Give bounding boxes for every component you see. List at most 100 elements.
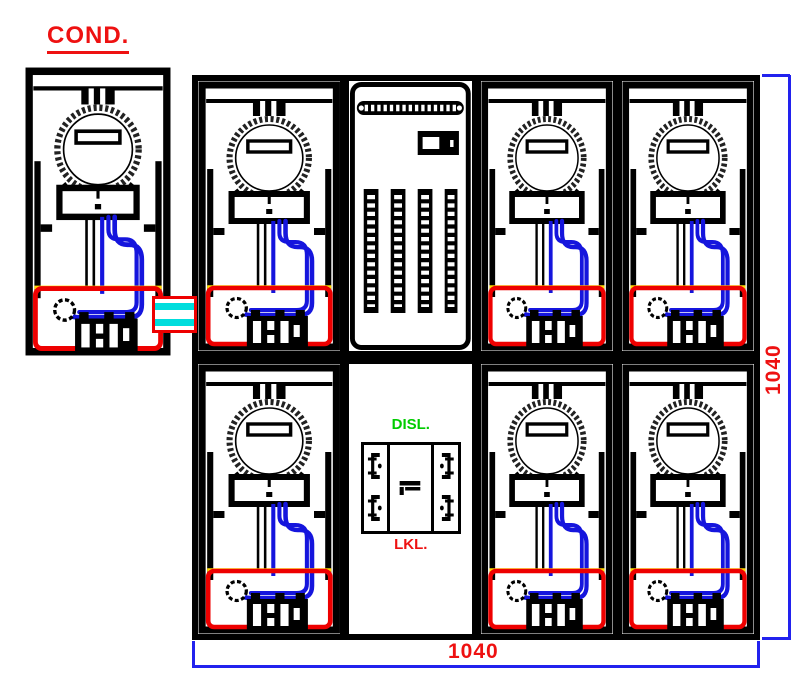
wire-hub <box>647 579 669 603</box>
right-rail-tab <box>314 228 326 235</box>
breaker-block-icon <box>246 310 308 348</box>
link-label: LKL. <box>394 536 428 553</box>
left-rail-tab <box>636 228 647 235</box>
right-clamp-strip <box>431 445 458 531</box>
height-dimension-tick-bottom <box>762 637 790 640</box>
meter-display-window <box>525 139 569 154</box>
breaker-block-icon <box>526 310 583 348</box>
meter-dial-face <box>656 407 720 475</box>
breaker-block-icon <box>667 593 724 631</box>
terminal-panel-drawing <box>350 82 472 350</box>
left-mounting-rail <box>630 452 637 580</box>
hanger-bracket-icon <box>532 384 563 399</box>
meter-display-window <box>246 422 293 437</box>
width-dimension-tick-right <box>757 641 760 668</box>
wire-blue-outer <box>64 214 145 320</box>
bottom-stub <box>537 344 557 350</box>
base-stud <box>544 209 550 214</box>
right-mounting-rail <box>325 452 332 580</box>
meter-dial-face <box>62 113 134 186</box>
distribution-label: DISL. <box>391 416 430 433</box>
conduit-coupling <box>152 296 197 333</box>
base-stud <box>685 492 691 497</box>
right-rail-tab <box>729 228 740 235</box>
bottom-stub <box>678 627 698 633</box>
hanger-bracket-icon <box>81 88 115 105</box>
switch-box-icon <box>418 131 460 155</box>
base-stud <box>544 492 550 497</box>
wire-blue-outer <box>236 218 315 318</box>
drawing-title: COND. <box>47 22 130 54</box>
left-rail-tab <box>213 228 225 235</box>
base-stud <box>94 204 102 210</box>
hanger-bracket-icon <box>672 384 704 399</box>
width-dimension-label: 1040 <box>448 640 499 663</box>
left-mounting-rail <box>207 169 214 297</box>
bottom-stub <box>259 627 280 633</box>
right-rail-tab <box>143 224 156 232</box>
right-rail-tab <box>588 228 599 235</box>
wire-blue-outer <box>657 218 730 318</box>
clamp-icons <box>367 453 382 521</box>
wire-hub <box>225 579 248 603</box>
wire-hub <box>506 296 528 320</box>
meter-display-window <box>246 139 293 154</box>
meter-dial-face <box>515 407 579 475</box>
meter-cabinet-r1c3 <box>481 81 614 351</box>
meter-cabinet-r2c3 <box>481 364 614 634</box>
width-dimension-tick-left <box>192 641 195 668</box>
breaker-block-icon <box>526 593 583 631</box>
standalone-meter-cabinet <box>25 67 171 356</box>
right-mounting-rail <box>325 169 332 297</box>
distribution-link-box <box>360 442 462 534</box>
vertical-terminal-strips <box>364 189 458 313</box>
right-mounting-rail <box>155 161 162 299</box>
breaker-block-icon <box>667 310 724 348</box>
link-box-markings <box>399 481 421 495</box>
right-mounting-rail <box>598 452 605 580</box>
right-mounting-rail <box>598 169 605 297</box>
height-dimension-label: 1040 <box>762 344 785 395</box>
base-stud <box>266 492 273 497</box>
base-stud <box>685 209 691 214</box>
left-mounting-rail <box>207 452 214 580</box>
wire-blue-outer <box>236 501 315 601</box>
left-mounting-rail <box>489 169 496 297</box>
clamp-icons <box>440 453 455 521</box>
terminal-strip-panel <box>349 81 473 351</box>
meter-display-window <box>666 139 710 154</box>
bottom-stub <box>678 344 698 350</box>
meter-bank: DISL. <box>192 75 760 640</box>
meter-cabinet-drawing <box>481 364 613 634</box>
distribution-link-cell: DISL. <box>349 364 473 634</box>
meter-cabinet-drawing <box>622 81 754 351</box>
height-dimension-tick-top <box>762 74 790 77</box>
left-mounting-rail <box>34 161 41 299</box>
hanger-bracket-icon <box>532 101 563 116</box>
left-mounting-rail <box>630 169 637 297</box>
meter-dial-face <box>234 407 304 475</box>
left-rail-tab <box>495 511 506 518</box>
wire-blue-outer <box>516 218 589 318</box>
right-rail-tab <box>729 511 740 518</box>
horizontal-terminal-strip-icon <box>357 101 465 115</box>
meter-display-window <box>525 422 569 437</box>
hanger-bracket-icon <box>252 384 286 399</box>
meter-cabinet-drawing <box>622 364 754 634</box>
bottom-stub <box>537 627 557 633</box>
wire-blue-outer <box>657 501 730 601</box>
left-clamp-strip <box>364 445 391 531</box>
right-mounting-rail <box>739 452 746 580</box>
base-stud <box>266 209 273 214</box>
meter-cabinet-drawing <box>25 67 171 356</box>
bottom-stub <box>259 344 280 350</box>
left-mounting-rail <box>489 452 496 580</box>
meter-cabinet-r1c4 <box>622 81 754 351</box>
wire-hub <box>647 296 669 320</box>
meter-cabinet-r1c1 <box>198 81 341 351</box>
left-rail-tab <box>213 511 225 518</box>
conduit-line <box>155 319 194 326</box>
meter-cabinet-drawing <box>198 81 340 351</box>
breaker-block-icon <box>75 312 138 353</box>
